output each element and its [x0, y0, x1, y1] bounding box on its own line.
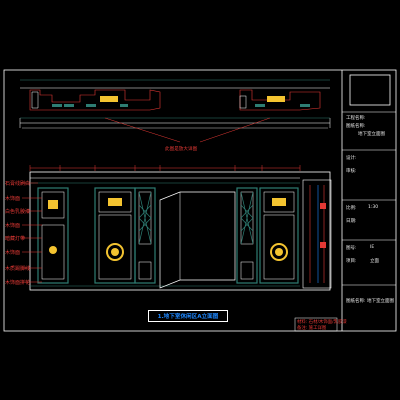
material-value: 石材/木饰面/乳胶漆 — [308, 320, 347, 325]
annotation-label: 暗藏灯带 — [5, 236, 26, 242]
annotation-label: 木饰面拼花 — [5, 280, 31, 286]
title-block-bottom: 图纸名称: 地下室立面图 — [346, 299, 394, 304]
title-block-sheet-label: 项目: — [346, 259, 357, 264]
title-block-sheet-value: 立面 — [370, 259, 379, 264]
title-block-date: 日期: — [346, 219, 357, 224]
title-block-drawing-value: 地下室立面图 — [358, 132, 385, 137]
title-block-check: 审核: — [346, 169, 357, 174]
annotation-label: 木饰面 — [5, 223, 21, 229]
title-block-logo-box — [349, 74, 391, 106]
sheet-frame — [3, 69, 397, 332]
center-opening — [159, 191, 236, 289]
right-cabinet-panel — [259, 187, 299, 284]
drawing-title: 1.地下室休闲区A立面图 — [157, 314, 219, 320]
section-note: 此图是放大详图 — [165, 147, 198, 152]
left-door-panel — [37, 187, 69, 284]
remark-value: 施工详图 — [308, 326, 327, 331]
annotation-label: 石膏线刷白 — [5, 181, 31, 187]
annotation-label: 白色乳胶漆 — [5, 209, 31, 215]
title-block-scale-label: 比例: — [346, 206, 357, 211]
title-block-scale-value: 1:30 — [368, 205, 379, 210]
title-block-number-label: 图号: — [346, 246, 357, 251]
drawing-title-box: 1.地下室休闲区A立面图 — [148, 310, 228, 322]
left-lattice-column — [134, 187, 156, 284]
plan-section — [19, 79, 331, 143]
title-block-drawing-label: 图纸名称: — [346, 124, 366, 129]
remark-label: 备注: — [297, 326, 308, 331]
left-cabinet-panel — [94, 187, 136, 284]
right-lattice-column — [236, 187, 258, 284]
annotation-label: 木质踢脚线 — [5, 266, 31, 272]
material-box — [294, 317, 338, 332]
title-block-number-value: IE — [370, 245, 375, 250]
right-section-strip — [302, 179, 332, 289]
annotation-leaders — [22, 182, 42, 283]
material-label: 材料: — [297, 320, 308, 325]
elevation-frame — [29, 165, 331, 291]
title-block-project: 工程名称: — [346, 116, 366, 121]
title-block-design: 设计: — [346, 156, 357, 161]
annotation-label: 木饰面 — [5, 196, 21, 202]
annotation-label: 木饰面 — [5, 250, 21, 256]
material-line: 材料: 石材/木饰面/乳胶漆 — [297, 319, 347, 325]
material-line: 备注: 施工详图 — [297, 325, 326, 331]
